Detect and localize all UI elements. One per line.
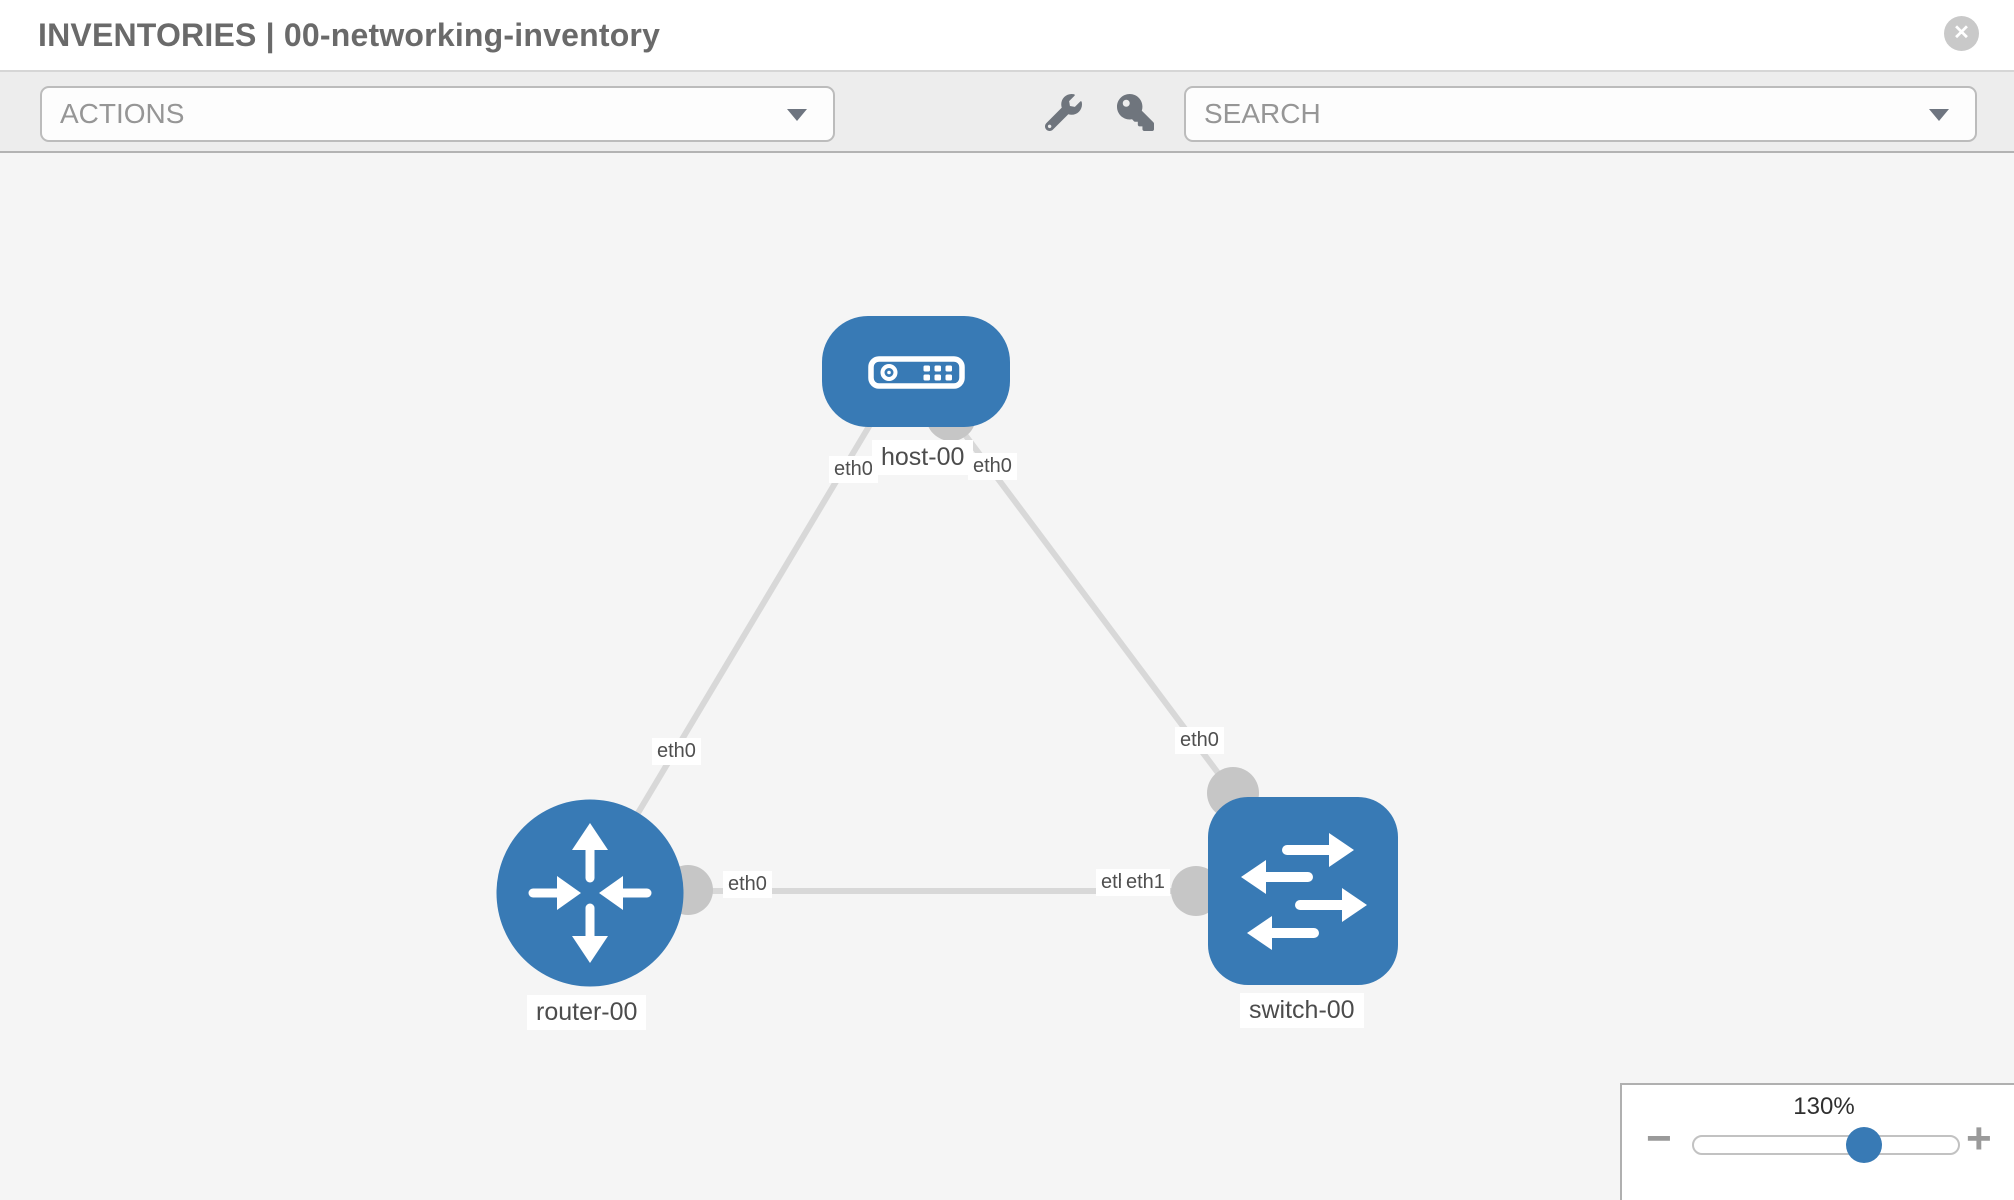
zoom-slider-thumb[interactable] [1846,1127,1882,1163]
header-bar: INVENTORIES | 00-networking-inventory ✕ [0,0,2014,72]
interface-label-router-eth0: eth0 [723,871,772,898]
page-title: INVENTORIES | 00-networking-inventory [38,17,661,53]
zoom-level-value: 130% [1793,1093,1855,1120]
key-icon[interactable] [1117,94,1154,131]
node-label-router-00: router-00 [527,995,647,1030]
topology-canvas[interactable]: eth0 host-00 eth0 eth0 eth0 router-00 et… [0,153,2014,1200]
node-router-00[interactable] [496,799,684,987]
toolbar: ACTIONS SEARCH [0,72,2014,153]
zoom-control-panel: 130% − + [1620,1083,2014,1200]
close-button[interactable]: ✕ [1944,16,1979,51]
zoom-out-button[interactable]: − [1646,1115,1672,1163]
plus-icon: + [1966,1114,1992,1163]
chevron-down-icon [1929,109,1949,121]
router-icon [528,823,652,963]
close-icon: ✕ [1953,22,1970,44]
search-dropdown-label: SEARCH [1204,98,1321,129]
node-switch-00[interactable] [1208,797,1398,985]
topology-svg [496,316,1398,987]
interface-label-switch-eth1: eth1 [1121,869,1170,896]
chevron-down-icon [787,109,807,121]
host-icon [868,356,965,389]
wrench-icon[interactable] [1045,94,1082,131]
node-host-00[interactable] [822,316,1010,427]
zoom-slider-track[interactable] [1692,1127,1960,1163]
actions-dropdown[interactable]: ACTIONS [40,86,835,142]
zoom-in-button[interactable]: + [1966,1115,1992,1163]
interface-label-switch-eth0: eth0 [1175,727,1224,754]
interface-label-router-eth0-uplink: eth0 [652,738,701,765]
interface-label-host-eth0-left: eth0 [829,456,878,483]
topology-links [590,406,1236,894]
interface-label-host-eth0-right: eth0 [968,453,1017,480]
search-dropdown[interactable]: SEARCH [1184,86,1977,142]
switch-icon [1241,833,1367,950]
node-label-switch-00: switch-00 [1240,993,1364,1028]
minus-icon: − [1646,1114,1672,1163]
node-label-host-00: host-00 [872,440,974,475]
actions-dropdown-label: ACTIONS [60,98,185,129]
